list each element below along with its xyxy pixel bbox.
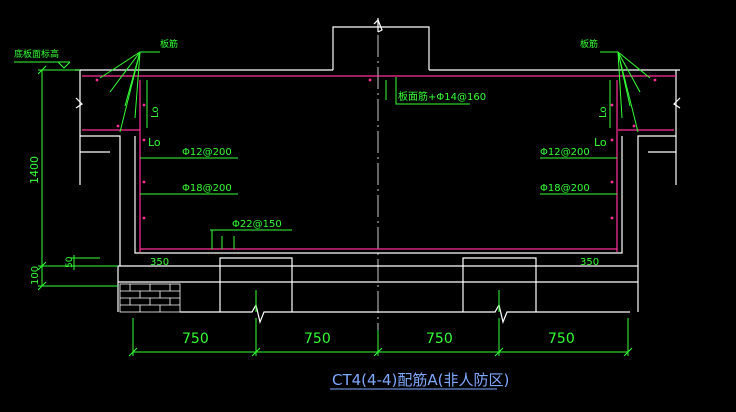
top-bar-label: 板面筋+Φ14@160 [398, 90, 486, 103]
left-350-label: 350 [150, 257, 169, 268]
lo-left-upper: Lo [150, 106, 161, 118]
rebar-lines [82, 75, 676, 252]
bottom-bar-label: Φ22@150 [232, 219, 282, 230]
right-bar1-label: Φ12@200 [540, 147, 590, 158]
dim-1400-label: 1400 [28, 156, 41, 184]
right-350-label: 350 [580, 257, 599, 268]
right-break [673, 97, 681, 109]
right-bar2-label: Φ18@200 [540, 183, 590, 194]
annotation-leaders [14, 51, 651, 357]
level-triangle [57, 61, 71, 69]
dim-50-label: 50 [65, 256, 75, 268]
column-stub [332, 26, 430, 70]
left-break [75, 97, 83, 109]
left-wall-outer [80, 135, 121, 266]
pit-inner [134, 136, 623, 254]
slab-bar-left-label: 板筋 [160, 38, 178, 50]
break-symbol-top [373, 18, 383, 33]
drawing-caption: CT4(4-4)配筋A(非人防区) [332, 371, 509, 389]
lo-right-upper: Lo [598, 106, 609, 118]
slab-top-label: 底板面标高 [14, 48, 59, 60]
lo-right-lower: Lo [594, 136, 607, 149]
left-bar2-label: Φ18@200 [182, 183, 232, 194]
dim-750-4: 750 [548, 331, 575, 347]
slab-bar-right-label: 板筋 [580, 38, 598, 50]
concrete-outline [75, 18, 681, 324]
right-wall-outer [637, 135, 676, 266]
pile-left [219, 257, 293, 312]
brick-hatch [119, 283, 181, 313]
dim-750-2: 750 [304, 331, 331, 347]
dim-750-1: 750 [182, 331, 209, 347]
left-bar1-label: Φ12@200 [182, 147, 232, 158]
pile-right [462, 257, 537, 312]
rebar-dots [95, 78, 657, 220]
dim-750-3: 750 [426, 331, 453, 347]
lo-left-lower: Lo [148, 136, 161, 149]
bottom-break [180, 303, 630, 324]
dim-100-label: 100 [30, 266, 41, 285]
